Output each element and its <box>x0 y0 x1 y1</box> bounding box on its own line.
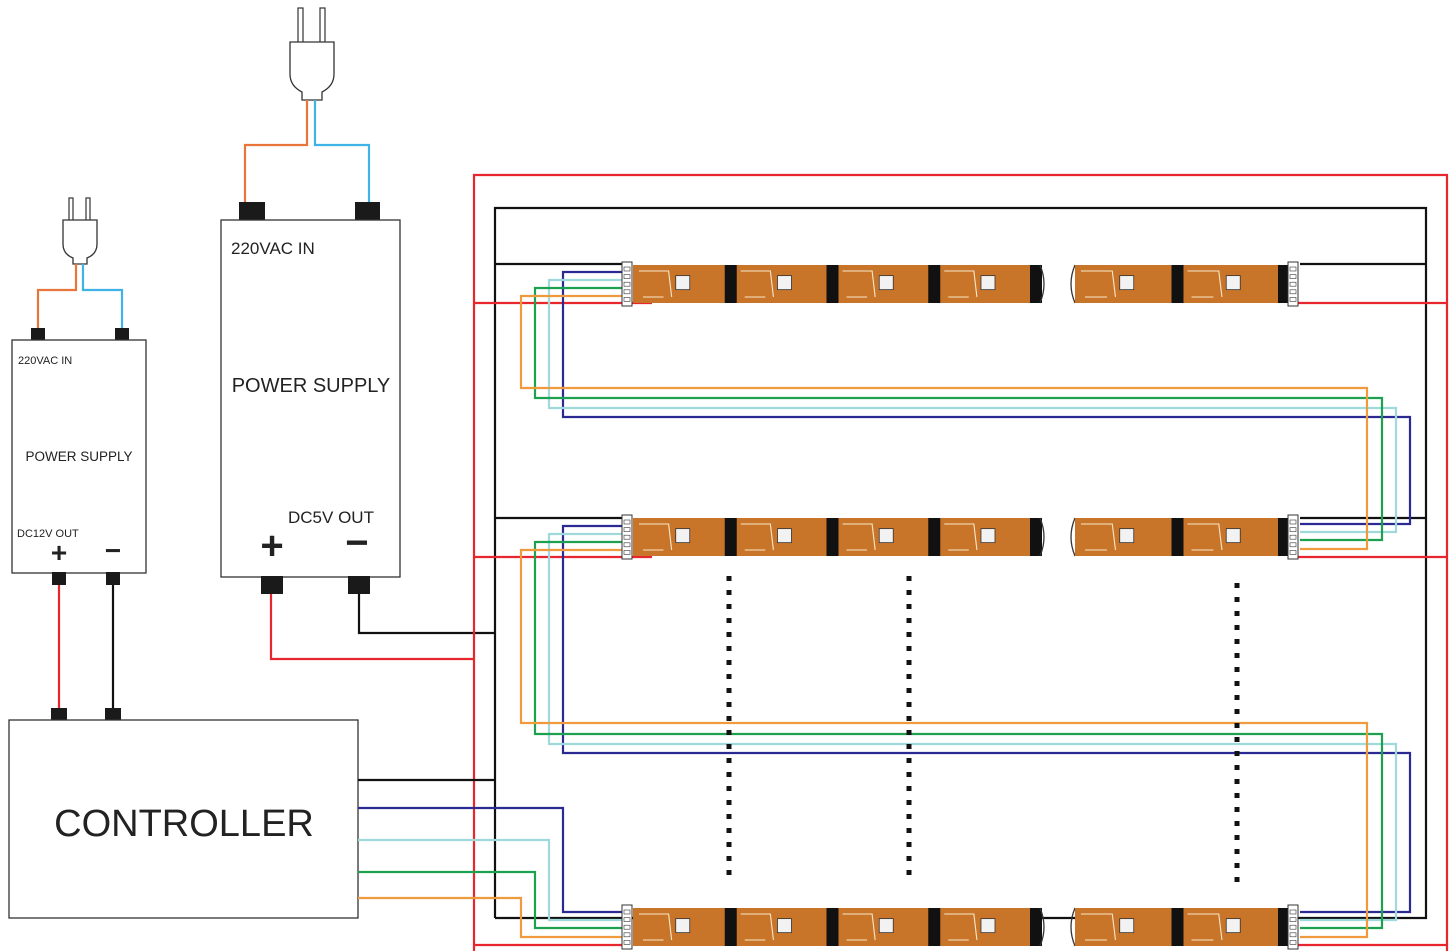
strip-output-connector <box>1287 261 1299 307</box>
large-psu-plus: + <box>260 524 283 568</box>
small-psu-body <box>11 339 147 574</box>
small-psu-ac-label: 220VAC IN <box>18 355 72 367</box>
strip-input-connector <box>621 261 633 307</box>
led-chip-icon <box>878 275 894 291</box>
row-1-data-loop <box>519 270 1412 551</box>
led-chip-icon <box>878 528 894 544</box>
led-chip-icon <box>1119 528 1135 544</box>
led-chip-icon <box>1225 528 1241 544</box>
large-plug-icon <box>289 7 335 101</box>
led-chip-icon <box>980 528 996 544</box>
small-live-wire <box>36 264 78 330</box>
led-chip-icon <box>980 918 996 934</box>
controller-body <box>8 719 359 919</box>
led-strip-segment <box>633 908 1042 946</box>
led-chip-icon <box>777 918 792 934</box>
small-plug-icon <box>62 197 98 265</box>
led-chip-icon <box>1119 918 1135 934</box>
strip-break-mark <box>1070 264 1076 304</box>
large-psu-ac-label: 220VAC IN <box>231 239 315 258</box>
controller-data-wires <box>358 806 622 939</box>
strip-break-mark <box>1039 907 1045 947</box>
large-live-wire <box>243 100 309 205</box>
led-chip-icon <box>777 528 792 544</box>
led-strip-segment <box>633 265 1042 303</box>
large-power-supply: 220VAC IN POWER SUPPLY DC5V OUT + − <box>220 7 401 594</box>
strip-break-mark <box>1070 517 1076 557</box>
row-2-data-loop <box>519 524 1412 939</box>
strip-break-mark <box>1070 907 1076 947</box>
led-strip-row-1 <box>621 261 1299 307</box>
feed-ground-wire <box>357 594 495 635</box>
led-chip-icon <box>1225 918 1241 934</box>
led-chip-icon <box>777 275 792 291</box>
large-neutral-wire <box>313 100 371 205</box>
controller: CONTROLLER <box>8 585 359 919</box>
led-strip-segment <box>633 518 1042 556</box>
strip-break-mark <box>1039 517 1045 557</box>
large-psu-dc-label: DC5V OUT <box>288 508 374 527</box>
strip-input-connector <box>621 514 633 560</box>
continuation-dots <box>726 576 1240 887</box>
led-chip-icon <box>675 275 691 291</box>
led-strip-segment <box>1075 265 1290 303</box>
led-chip-icon <box>980 275 996 291</box>
led-chip-icon <box>1225 275 1241 291</box>
ground-bus-outer <box>493 206 1428 920</box>
strip-output-connector <box>1287 904 1299 950</box>
strip-break-mark <box>1039 264 1045 304</box>
controller-title: CONTROLLER <box>54 803 314 845</box>
led-strip-segment <box>1075 908 1290 946</box>
led-chip-icon <box>878 918 894 934</box>
small-psu-dc-label: DC12V OUT <box>17 528 79 540</box>
strip-output-connector <box>1287 514 1299 560</box>
small-psu-plus: + <box>51 537 67 568</box>
led-strip-row-2 <box>621 514 1299 560</box>
large-psu-title: POWER SUPPLY <box>232 375 391 397</box>
large-psu-minus: − <box>345 521 368 565</box>
led-chip-icon <box>675 918 691 934</box>
positive-bus-outer <box>472 173 1449 951</box>
feed-positive-wire <box>269 594 474 661</box>
led-strip-row-3 <box>621 904 1299 950</box>
small-power-supply: 220VAC IN POWER SUPPLY DC12V OUT + − <box>11 197 147 585</box>
small-psu-minus: − <box>105 535 121 566</box>
led-chip-icon <box>675 528 691 544</box>
led-chip-icon <box>1119 275 1135 291</box>
large-psu-body <box>220 219 401 578</box>
small-neutral-wire <box>81 264 124 330</box>
strip-input-connector <box>621 904 633 950</box>
led-strip-segment <box>1075 518 1290 556</box>
small-psu-title: POWER SUPPLY <box>25 449 132 464</box>
